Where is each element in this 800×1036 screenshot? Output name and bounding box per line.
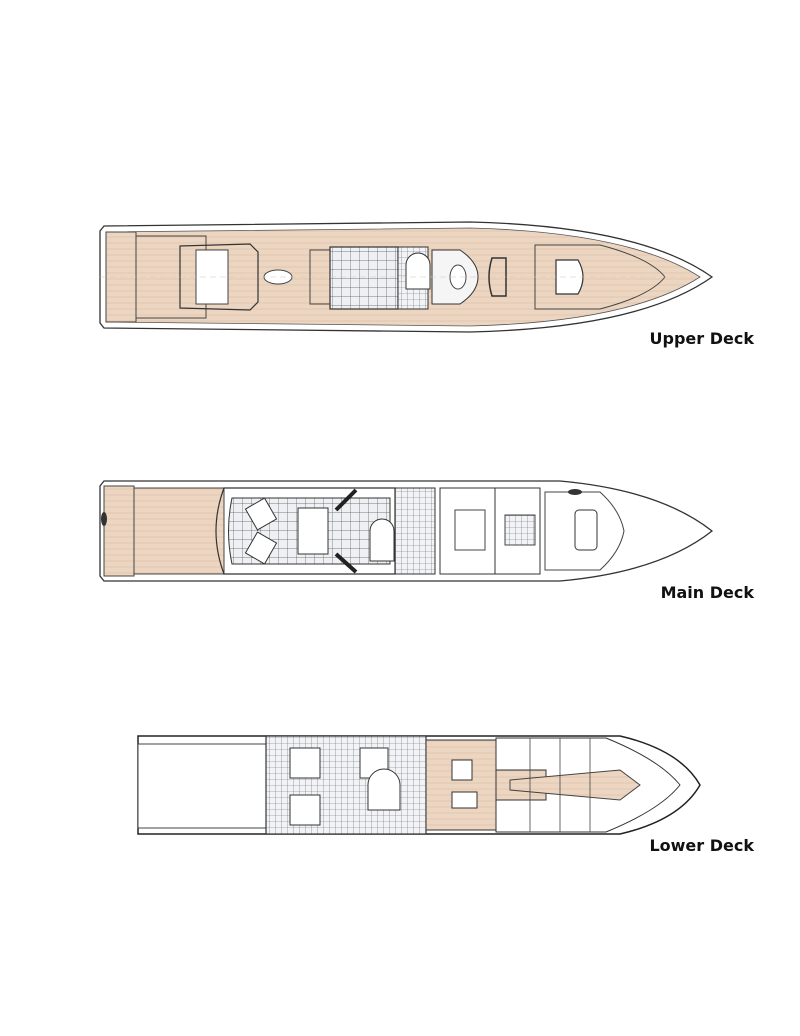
main-deck-label: Main Deck: [660, 583, 754, 602]
upper-deck-plan: [99, 221, 714, 333]
lower-deck-plan: [137, 735, 701, 835]
lower-deck: Lower Deck: [137, 735, 754, 855]
main-deck: Main Deck: [99, 480, 754, 602]
upper-deck: Upper Deck: [0, 0, 800, 360]
main-deck-plan: [99, 480, 714, 582]
upper-deck-label: Upper Deck: [649, 329, 754, 348]
lower-deck-label: Lower Deck: [649, 836, 754, 855]
